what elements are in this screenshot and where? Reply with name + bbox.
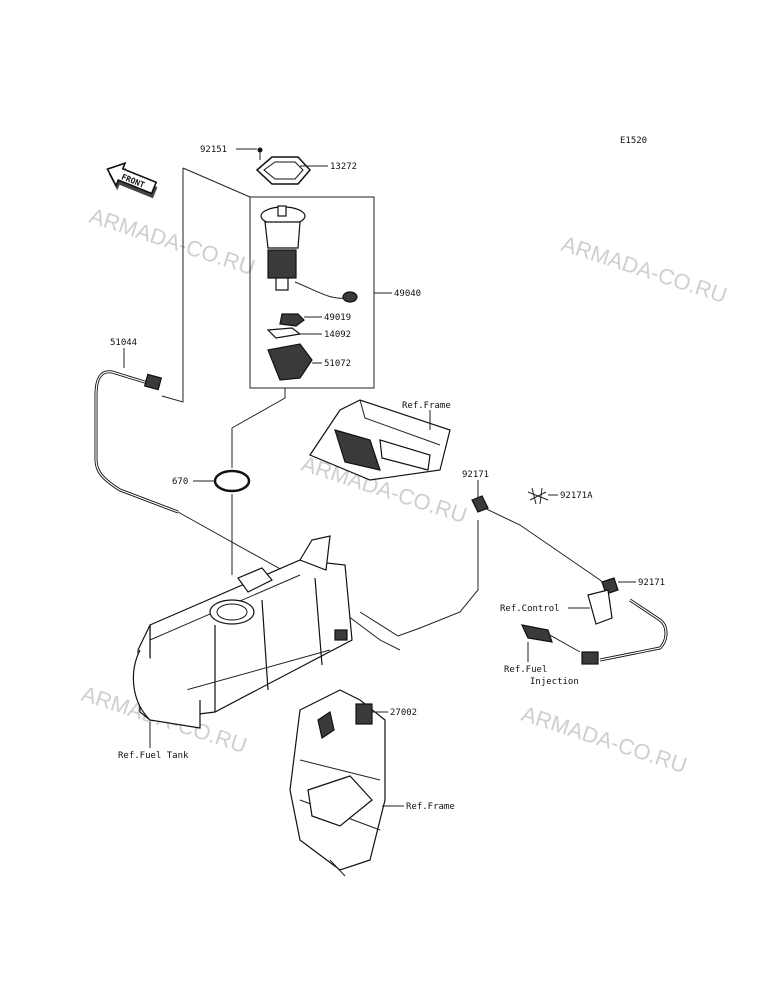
label-ref-control: Ref.Control	[500, 604, 560, 614]
watermark-2: ARMADA-CO.RU	[558, 231, 730, 308]
leader-51044-box	[161, 168, 184, 403]
label-670: 670	[172, 477, 188, 487]
fuel-line-to-injector	[581, 598, 668, 665]
front-arrow-icon: FRONT	[106, 162, 158, 199]
retainer-ring-13272	[255, 156, 312, 185]
fuel-pump-49040	[260, 205, 358, 303]
part-14092	[266, 327, 302, 339]
label-49040: 49040	[394, 289, 421, 299]
label-injection: Injection	[530, 677, 579, 687]
fuel-injector	[520, 624, 581, 653]
screw-92151	[257, 147, 263, 160]
connector-27002	[355, 703, 373, 725]
fuel-tank	[132, 535, 353, 729]
label-ref-fuel-tank: Ref.Fuel Tank	[118, 751, 189, 761]
label-ref-fuel: Ref.Fuel	[504, 665, 547, 675]
diagram-code: E1520	[620, 136, 647, 146]
pump-assembly-bracket	[249, 196, 375, 389]
label-92151: 92151	[200, 145, 227, 155]
label-51072: 51072	[324, 359, 351, 369]
label-14092: 14092	[324, 330, 351, 340]
label-92171-b: 92171	[638, 578, 665, 588]
leader-box-top	[182, 167, 251, 198]
frame-bottom	[289, 689, 386, 877]
watermark-1: ARMADA-CO.RU	[86, 203, 258, 280]
label-27002: 27002	[390, 708, 417, 718]
label-92171-a: 92171	[462, 470, 489, 480]
label-92171a: 92171A	[560, 491, 593, 501]
label-51044: 51044	[110, 338, 137, 348]
leader-pump-to-oring	[231, 388, 286, 468]
o-ring-670	[213, 469, 251, 493]
hose-51044	[94, 370, 179, 514]
frame-top	[309, 399, 451, 481]
clamp-92171a-icon	[527, 487, 549, 505]
control-bracket	[587, 589, 613, 625]
label-ref-frame-bottom: Ref.Frame	[406, 802, 455, 812]
tank-rear-line	[359, 520, 479, 637]
pump-cup-51072	[267, 343, 313, 381]
label-49019: 49019	[324, 313, 351, 323]
fuel-line-main	[477, 504, 611, 591]
label-ref-frame-top: Ref.Frame	[402, 401, 451, 411]
watermark-5: ARMADA-CO.RU	[518, 701, 690, 778]
clamp-92171-a	[471, 495, 489, 513]
label-13272: 13272	[330, 162, 357, 172]
filter-49019	[279, 313, 305, 327]
